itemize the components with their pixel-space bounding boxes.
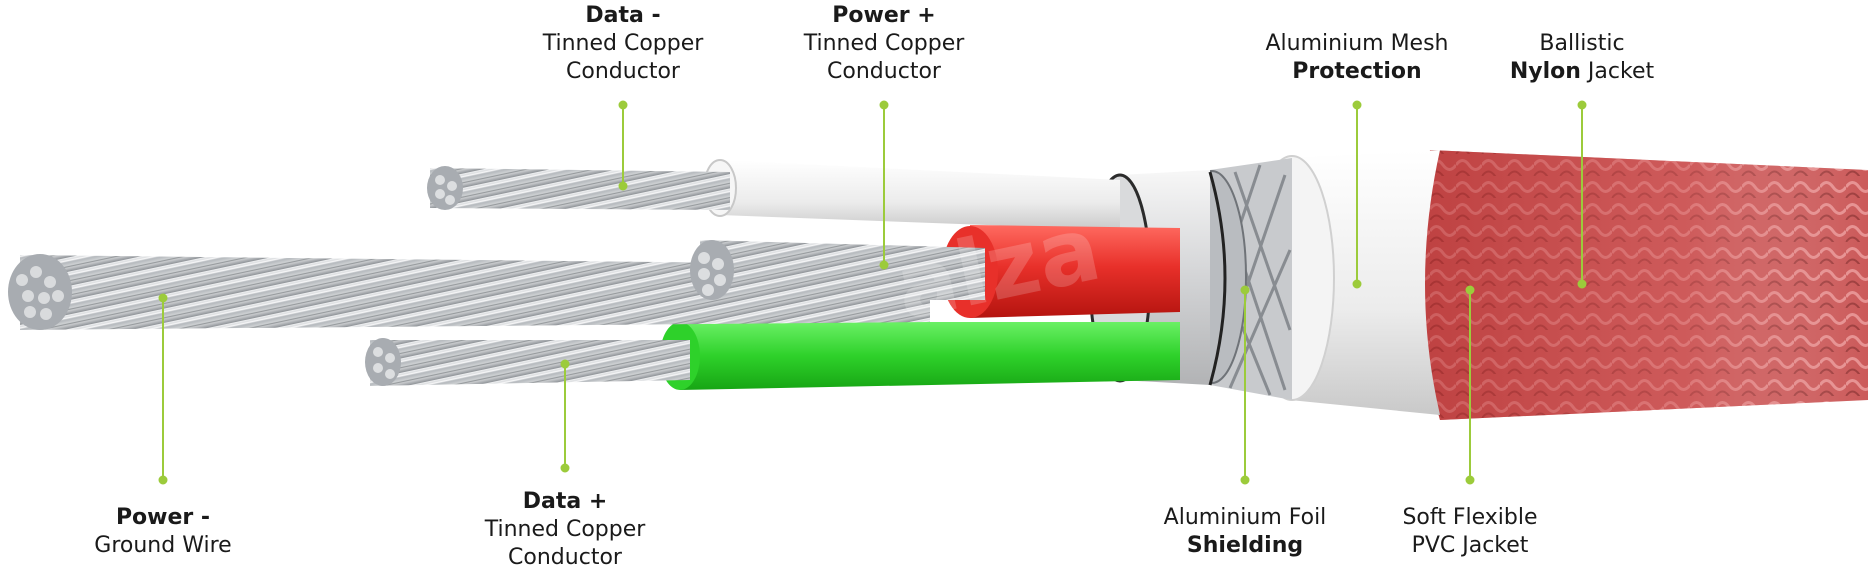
label-data-plus-line1: Tinned Copper [484, 517, 646, 542]
label-data-minus-title: Data - [585, 3, 661, 28]
label-power-plus: Power + Tinned Copper Conductor [784, 2, 984, 86]
label-nylon-bold: Nylon [1509, 59, 1581, 84]
label-power-minus-line1: Ground Wire [94, 533, 232, 558]
label-nylon-rest: Jacket [1580, 59, 1655, 84]
label-nylon: Ballistic Nylon Jacket [1482, 30, 1682, 86]
label-power-plus-line2: Conductor [827, 59, 941, 84]
label-power-plus-title: Power + [832, 3, 936, 28]
label-data-minus-line2: Conductor [566, 59, 680, 84]
label-foil: Aluminium Foil Shielding [1145, 504, 1345, 560]
label-pvc-line1: Soft Flexible [1402, 505, 1538, 530]
label-data-minus-line1: Tinned Copper [542, 31, 704, 56]
label-data-plus: Data + Tinned Copper Conductor [465, 488, 665, 572]
label-data-plus-title: Data + [522, 489, 608, 514]
nylon-jacket [1417, 150, 1868, 420]
label-foil-line1: Aluminium Foil [1163, 505, 1327, 530]
power-plus-strands [690, 240, 985, 300]
label-data-minus: Data - Tinned Copper Conductor [523, 2, 723, 86]
label-mesh-line1: Aluminium Mesh [1265, 31, 1449, 56]
data-plus-strands [365, 338, 690, 386]
leader-lines [158, 100, 1587, 485]
label-mesh-title: Protection [1292, 59, 1422, 84]
label-nylon-line1: Ballistic [1539, 31, 1625, 56]
label-power-plus-line1: Tinned Copper [803, 31, 965, 56]
label-power-minus-title: Power - [115, 505, 211, 530]
label-foil-title: Shielding [1186, 533, 1304, 558]
label-pvc: Soft Flexible PVC Jacket [1370, 504, 1570, 560]
label-data-plus-line2: Conductor [508, 545, 622, 570]
label-pvc-line2: PVC Jacket [1411, 533, 1529, 558]
data-minus-strands [427, 166, 730, 210]
label-mesh: Aluminium Mesh Protection [1252, 30, 1462, 86]
label-power-minus: Power - Ground Wire [63, 504, 263, 560]
